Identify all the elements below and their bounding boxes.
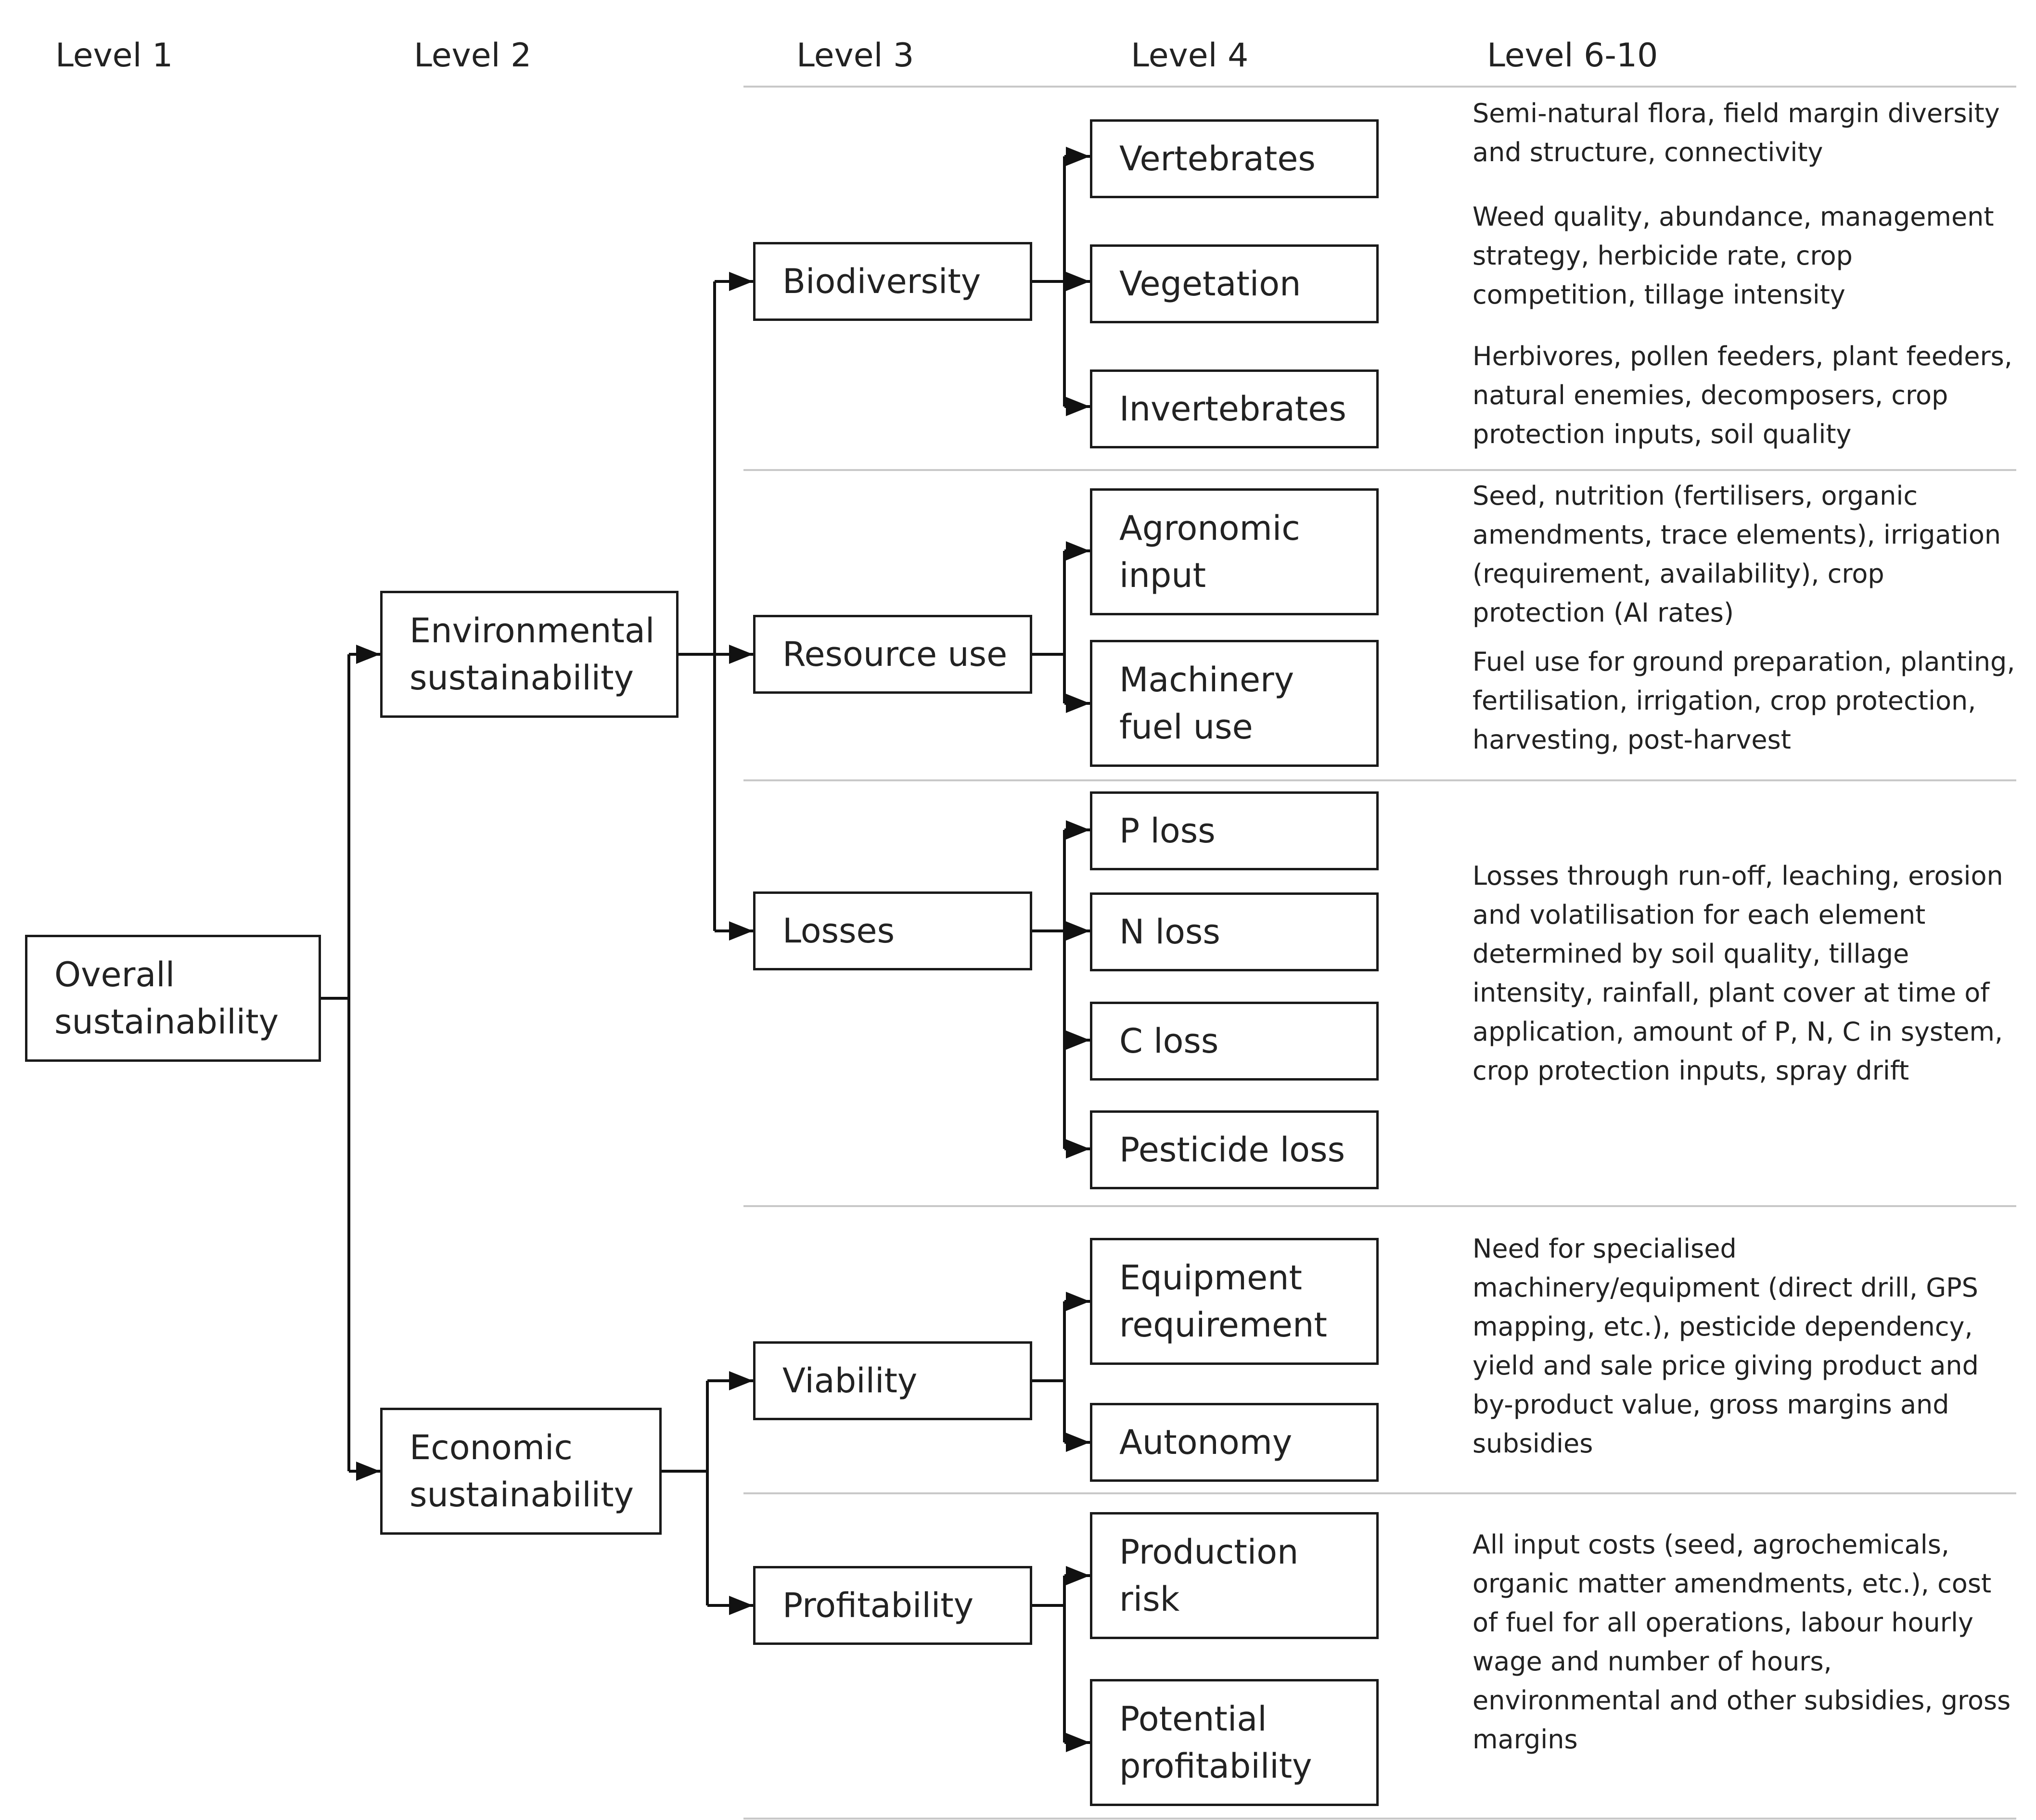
node-profitability: Profitability	[753, 1566, 1032, 1645]
level-2-header: Level 2	[414, 37, 532, 75]
note-profitability: All input costs (seed, agrochemicals, or…	[1473, 1529, 2011, 1755]
node-invertebrates: Invertebrates	[1090, 369, 1379, 448]
node-biodiversity: Biodiversity	[753, 242, 1032, 321]
node-vegetation: Vegetation	[1090, 244, 1379, 323]
node-vertebrates-label: Vertebrates	[1119, 139, 1316, 178]
node-resource-use-label: Resource use	[782, 635, 1008, 674]
biodiversity-section-separator	[743, 469, 2016, 471]
note-losses: Losses through run-off, leaching, erosio…	[1473, 861, 2003, 1086]
note-vertebrates: Semi-natural flora, field margin diversi…	[1473, 98, 2000, 167]
node-potential-profitability: Potential profitability	[1090, 1679, 1379, 1806]
node-economic-label: Economic sustainability	[410, 1428, 634, 1515]
node-invertebrates-label: Invertebrates	[1119, 389, 1346, 429]
node-overall-label: Overall sustainability	[54, 955, 279, 1042]
node-viability: Viability	[753, 1341, 1032, 1420]
node-pesticide-loss-label: Pesticide loss	[1119, 1130, 1345, 1170]
node-vertebrates: Vertebrates	[1090, 119, 1379, 198]
node-losses-label: Losses	[782, 911, 895, 951]
node-machinery-fuel-use: Machinery fuel use	[1090, 640, 1379, 767]
node-p-loss-label: P loss	[1119, 811, 1216, 851]
node-economic-sustainability: Economic sustainability	[380, 1408, 662, 1535]
node-production-risk-label: Production risk	[1119, 1532, 1299, 1619]
node-profitability-label: Profitability	[782, 1586, 974, 1625]
node-agronomic-input: Agronomic input	[1090, 488, 1379, 615]
node-vegetation-label: Vegetation	[1119, 264, 1301, 304]
level-4-header: Level 4	[1131, 37, 1249, 75]
node-autonomy-label: Autonomy	[1119, 1423, 1293, 1462]
node-production-risk: Production risk	[1090, 1512, 1379, 1639]
bottom-separator	[743, 1818, 2016, 1820]
node-potential-profitability-label: Potential profitability	[1119, 1699, 1312, 1786]
note-viability: Need for specialised machinery/equipment…	[1473, 1234, 1979, 1459]
node-equipment-label: Equipment requirement	[1119, 1258, 1327, 1345]
node-viability-label: Viability	[782, 1361, 918, 1400]
node-losses: Losses	[753, 891, 1032, 970]
viability-section-separator	[743, 1492, 2016, 1494]
node-p-loss: P loss	[1090, 791, 1379, 870]
node-c-loss: C loss	[1090, 1002, 1379, 1081]
note-vegetation: Weed quality, abundance, management stra…	[1473, 202, 1994, 310]
node-n-loss-label: N loss	[1119, 912, 1220, 952]
node-agronomic-input-label: Agronomic input	[1119, 509, 1300, 595]
node-machinery-fuel-label: Machinery fuel use	[1119, 660, 1294, 747]
note-invertebrates: Herbivores, pollen feeders, plant feeder…	[1473, 341, 2012, 449]
header-separator	[743, 86, 2016, 88]
note-agronomic-input: Seed, nutrition (fertilisers, organic am…	[1473, 481, 2001, 628]
node-environmental-sustainability: Environmental sustainability	[380, 591, 679, 718]
level-1-header: Level 1	[55, 37, 173, 75]
node-n-loss: N loss	[1090, 892, 1379, 971]
node-autonomy: Autonomy	[1090, 1403, 1379, 1482]
resource-section-separator	[743, 779, 2016, 781]
note-machinery-fuel: Fuel use for ground preparation, plantin…	[1473, 647, 2015, 755]
node-biodiversity-label: Biodiversity	[782, 262, 981, 301]
node-overall-sustainability: Overall sustainability	[25, 935, 321, 1062]
level-3-header: Level 3	[796, 37, 914, 75]
losses-section-separator	[743, 1205, 2016, 1207]
level-6-10-header: Level 6-10	[1487, 37, 1658, 75]
node-pesticide-loss: Pesticide loss	[1090, 1110, 1379, 1189]
node-c-loss-label: C loss	[1119, 1021, 1219, 1061]
node-environmental-label: Environmental sustainability	[410, 611, 655, 698]
node-equipment-requirement: Equipment requirement	[1090, 1238, 1379, 1365]
node-resource-use: Resource use	[753, 615, 1032, 694]
